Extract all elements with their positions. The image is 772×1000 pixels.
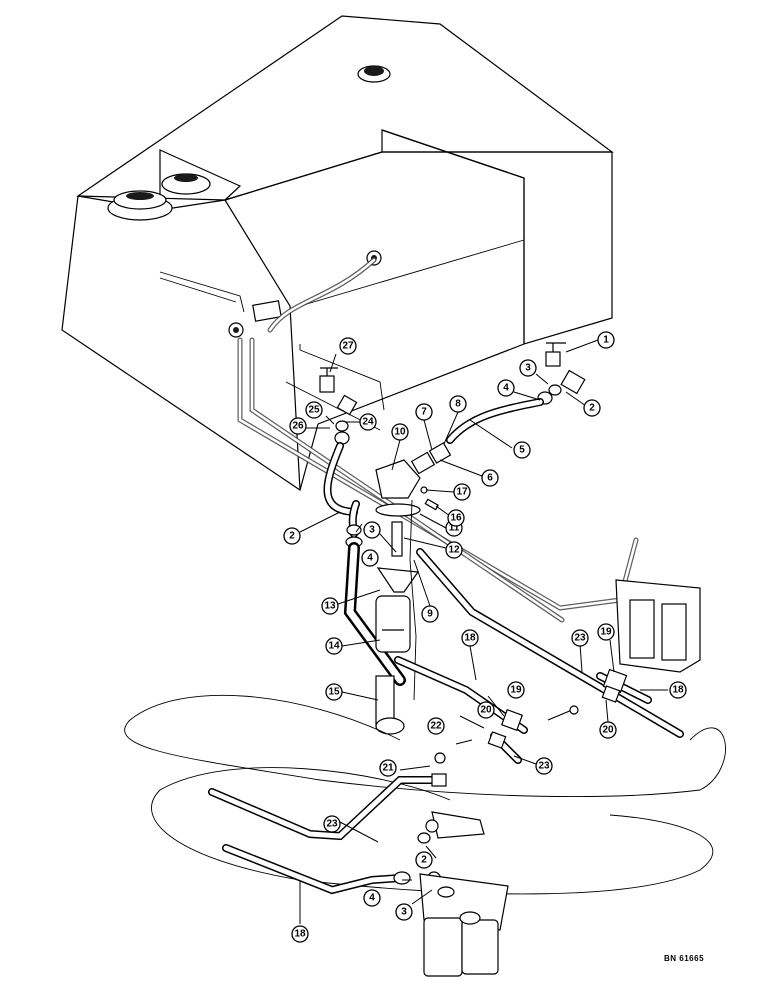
callout-12-label: 12 — [448, 545, 460, 556]
right-shutoff-valve — [537, 342, 586, 405]
left-shutoff-valve — [319, 367, 358, 445]
fittings-6-7 — [410, 442, 452, 475]
callout-12: 12 — [445, 541, 463, 559]
callout-4-left: 4 — [361, 549, 379, 567]
callout-14: 14 — [325, 637, 343, 655]
callout-17: 17 — [453, 483, 471, 501]
callout-3-label: 3 — [525, 363, 531, 374]
callout-27-label: 27 — [342, 341, 354, 352]
callout-23-right: 23 — [571, 629, 589, 647]
lower-fuel-filter — [208, 752, 509, 977]
callout-20-right: 20 — [599, 721, 617, 739]
callout-24-label: 24 — [362, 417, 374, 428]
callout-17-label: 17 — [456, 487, 468, 498]
callout-2-left-label: 2 — [289, 531, 295, 542]
callout-18-right: 18 — [669, 681, 687, 699]
callout-25: 25 — [305, 401, 323, 419]
callout-18-label: 18 — [464, 633, 476, 644]
callout-18-right-label: 18 — [672, 685, 684, 696]
fuel-tank — [61, 15, 614, 491]
callout-9: 9 — [421, 605, 439, 623]
callout-4-bottom-label: 4 — [369, 893, 375, 904]
callout-24: 24 — [359, 413, 377, 431]
callout-2: 2 — [583, 399, 601, 417]
callout-9-label: 9 — [427, 609, 433, 620]
fuel-lines-18-23 — [394, 548, 684, 764]
callout-10-label: 10 — [394, 427, 406, 438]
callout-2-label: 2 — [589, 403, 595, 414]
leader-lines — [299, 339, 668, 924]
callout-23-label: 23 — [538, 761, 550, 772]
callout-20-right-label: 20 — [602, 725, 614, 736]
callout-2-bottom: 2 — [415, 851, 433, 869]
callout-5-label: 5 — [519, 445, 525, 456]
callout-20: 20 — [477, 701, 495, 719]
callout-10: 10 — [391, 423, 409, 441]
callout-26: 26 — [289, 417, 307, 435]
callout-16: 16 — [447, 509, 465, 527]
callout-15: 15 — [325, 683, 343, 701]
callout-27: 27 — [339, 337, 357, 355]
callout-22: 22 — [427, 717, 445, 735]
phantom-routing — [237, 257, 701, 673]
callout-19-label: 19 — [510, 685, 522, 696]
callout-4-label: 4 — [503, 383, 509, 394]
callout-4-left-label: 4 — [367, 553, 373, 564]
callout-3-bottom: 3 — [395, 903, 413, 921]
callout-25-label: 25 — [308, 405, 320, 416]
callout-19-right: 19 — [597, 623, 615, 641]
callout-1: 1 — [597, 331, 615, 349]
callout-4-bottom: 4 — [363, 889, 381, 907]
callout-21: 21 — [379, 759, 397, 777]
callout-11-label: 11 — [449, 523, 460, 534]
callout-22-label: 22 — [430, 721, 442, 732]
callout-3: 3 — [519, 359, 537, 377]
callout-14-label: 14 — [328, 641, 340, 652]
callout-23-right-label: 23 — [574, 633, 586, 644]
callout-2-left: 2 — [283, 527, 301, 545]
callout-13: 13 — [321, 597, 339, 615]
callout-4: 4 — [497, 379, 515, 397]
figure-reference-number: BN 61665 — [664, 954, 705, 963]
callout-20-label: 20 — [480, 705, 492, 716]
callout-26-label: 26 — [292, 421, 304, 432]
callout-3-left-label: 3 — [369, 525, 375, 536]
callout-19: 19 — [507, 681, 525, 699]
callout-6-label: 6 — [487, 473, 493, 484]
callout-23-bottom-label: 23 — [326, 819, 338, 830]
callout-23: 23 — [535, 757, 553, 775]
callout-19-right-label: 19 — [600, 627, 612, 638]
callout-18: 18 — [461, 629, 479, 647]
callout-6: 6 — [481, 469, 499, 487]
callout-18-bottom: 18 — [291, 925, 309, 943]
fuel-line-5 — [446, 398, 544, 444]
callout-5: 5 — [513, 441, 531, 459]
callout-16-label: 16 — [450, 513, 462, 524]
callout-8-label: 8 — [455, 399, 461, 410]
callout-1-label: 1 — [603, 335, 609, 346]
callout-3-left: 3 — [363, 521, 381, 539]
callout-15-label: 15 — [328, 687, 340, 698]
callout-13-label: 13 — [324, 601, 336, 612]
fuel-line-2-upper — [323, 442, 358, 516]
callout-2-bottom-label: 2 — [421, 855, 427, 866]
callout-18-bottom-label: 18 — [294, 929, 306, 940]
callout-7-label: 7 — [421, 407, 427, 418]
callout-21-label: 21 — [382, 763, 394, 774]
callout-23-bottom: 23 — [323, 815, 341, 833]
callout-8: 8 — [449, 395, 467, 413]
callout-3-bottom-label: 3 — [401, 907, 407, 918]
sediment-bowl-assembly — [343, 459, 440, 735]
callout-7: 7 — [415, 403, 433, 421]
